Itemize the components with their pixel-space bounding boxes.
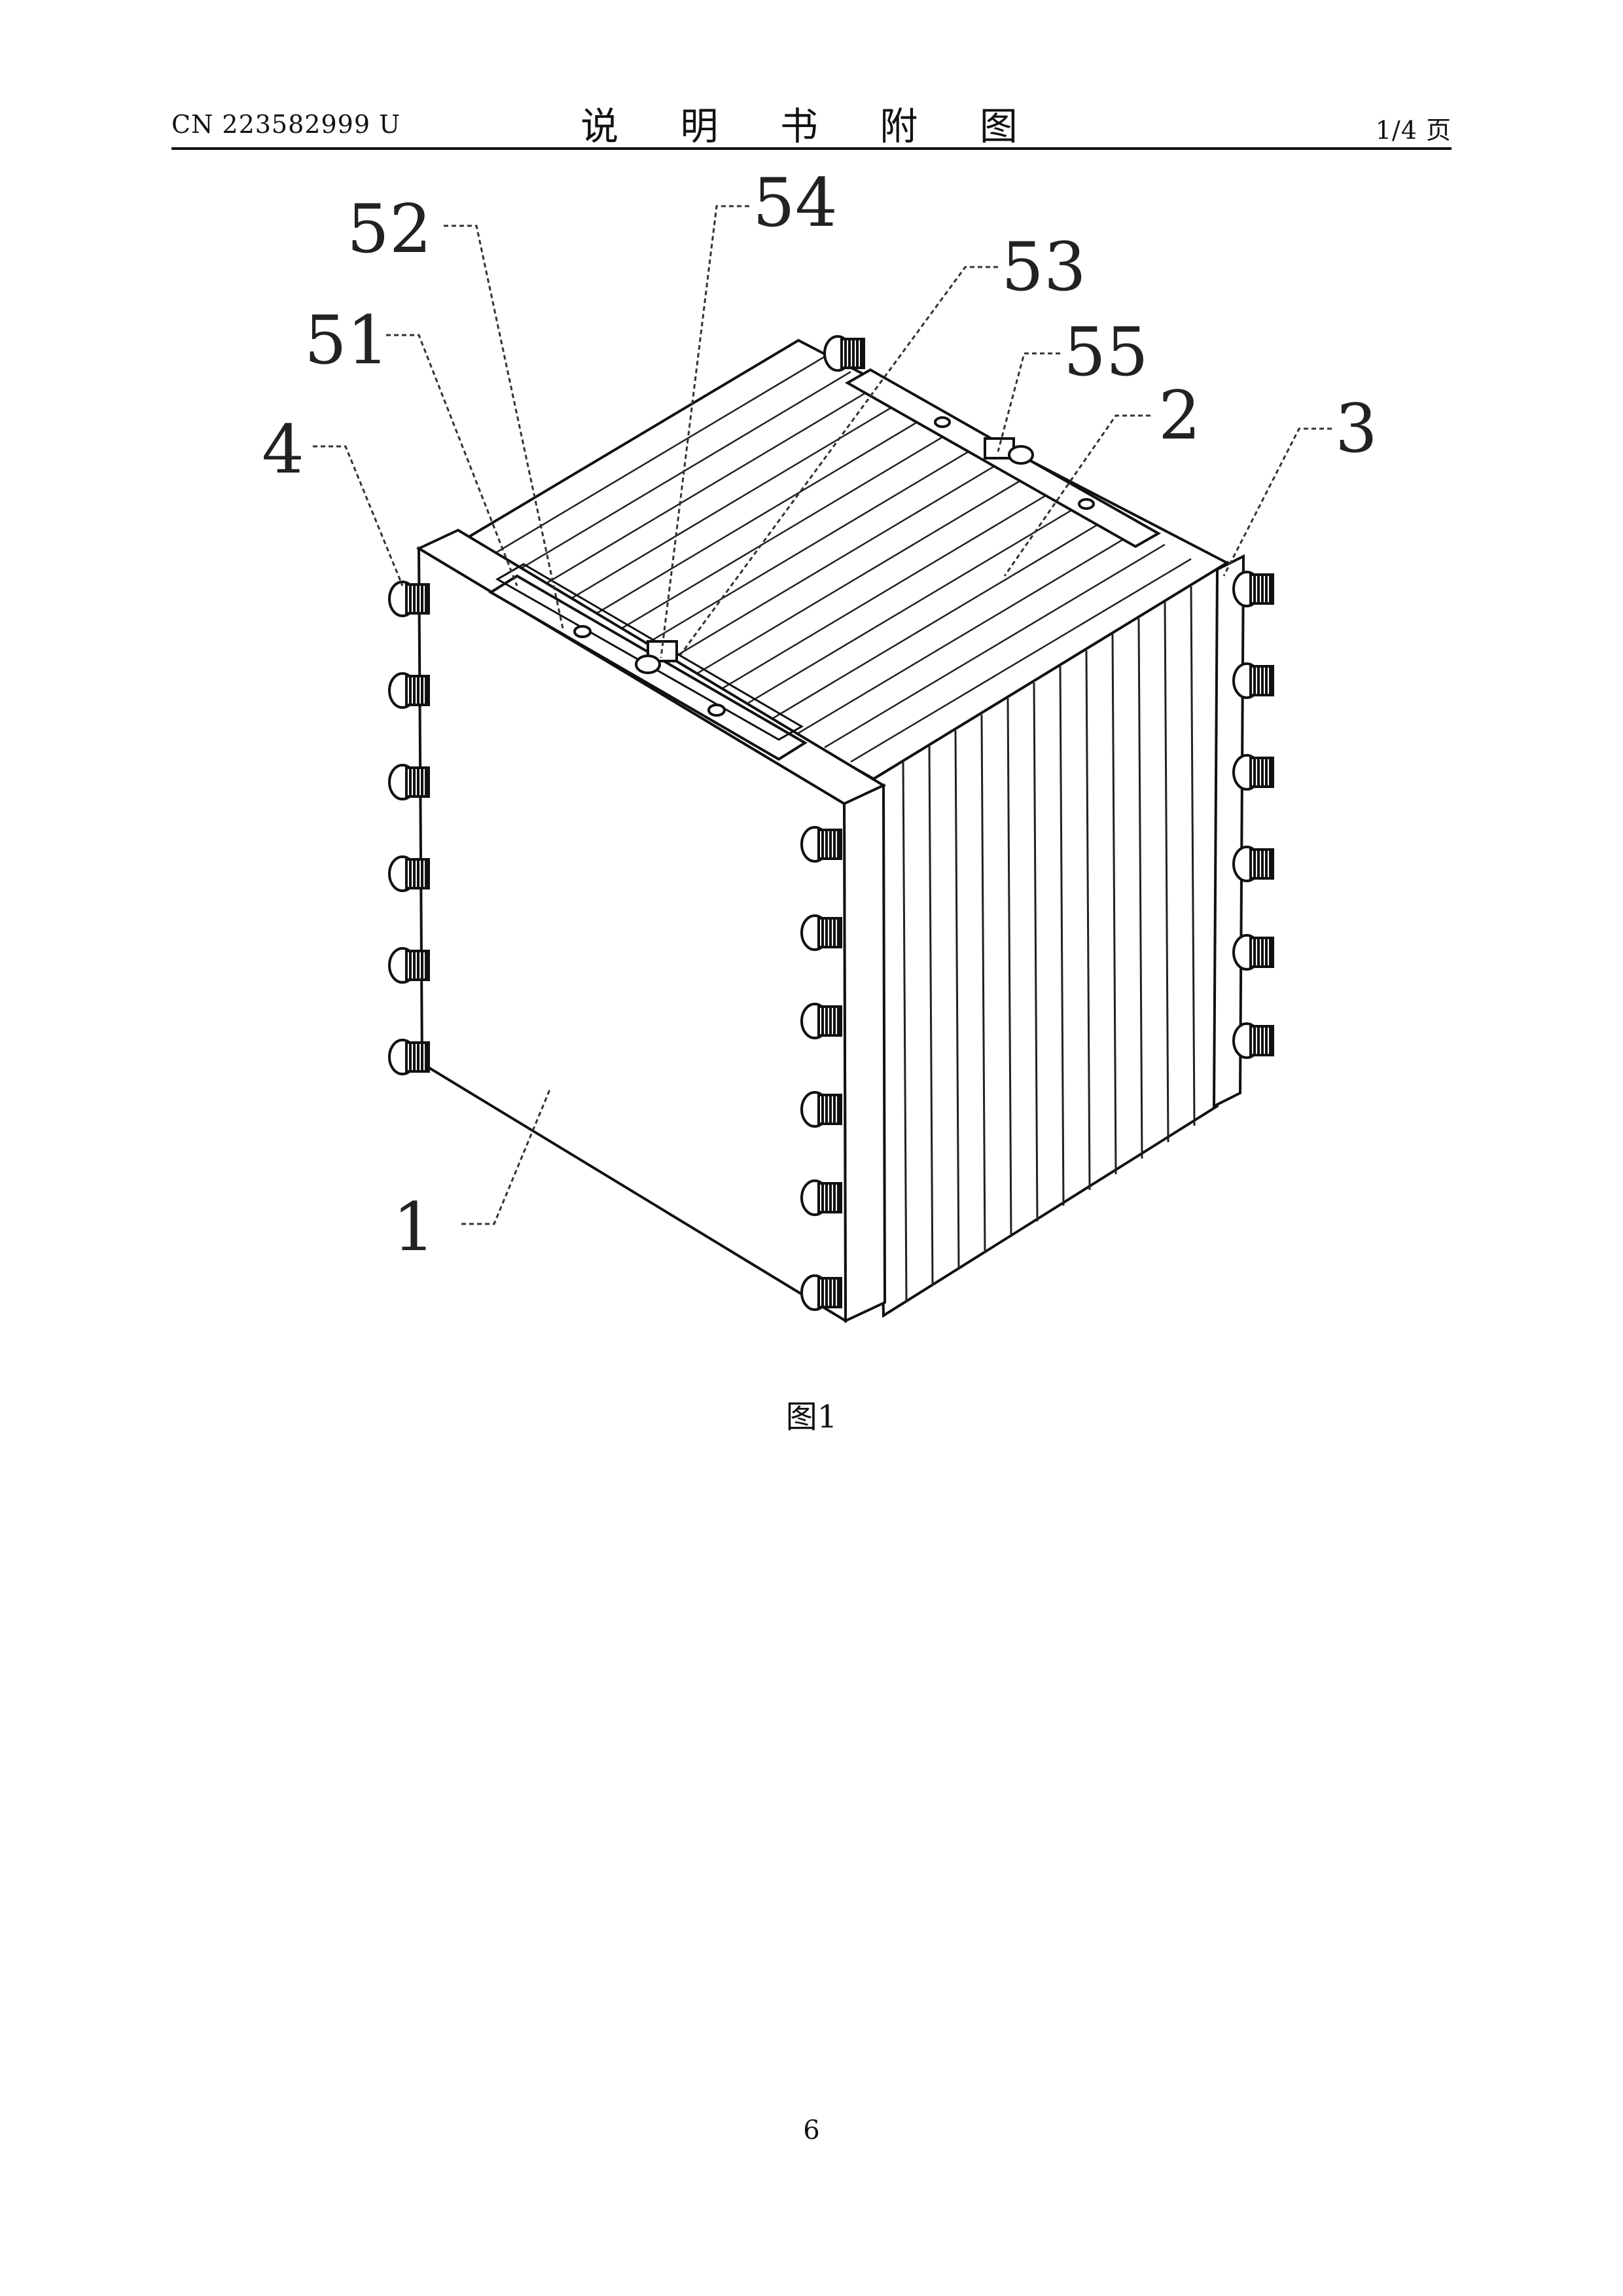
- ref-2: 2: [1158, 377, 1201, 455]
- ref-4: 4: [262, 411, 304, 489]
- end-plate-rear: [1214, 556, 1243, 1106]
- ref-55: 55: [1063, 314, 1149, 391]
- figure-caption: 图1: [0, 1391, 1623, 1437]
- ref-53: 53: [1001, 228, 1086, 306]
- ref-51: 51: [304, 302, 389, 380]
- ref-52: 52: [347, 190, 432, 268]
- ref-1: 1: [393, 1189, 435, 1266]
- page-number: 6: [0, 2115, 1623, 2145]
- ref-54: 54: [753, 164, 838, 242]
- ref-3: 3: [1335, 390, 1378, 468]
